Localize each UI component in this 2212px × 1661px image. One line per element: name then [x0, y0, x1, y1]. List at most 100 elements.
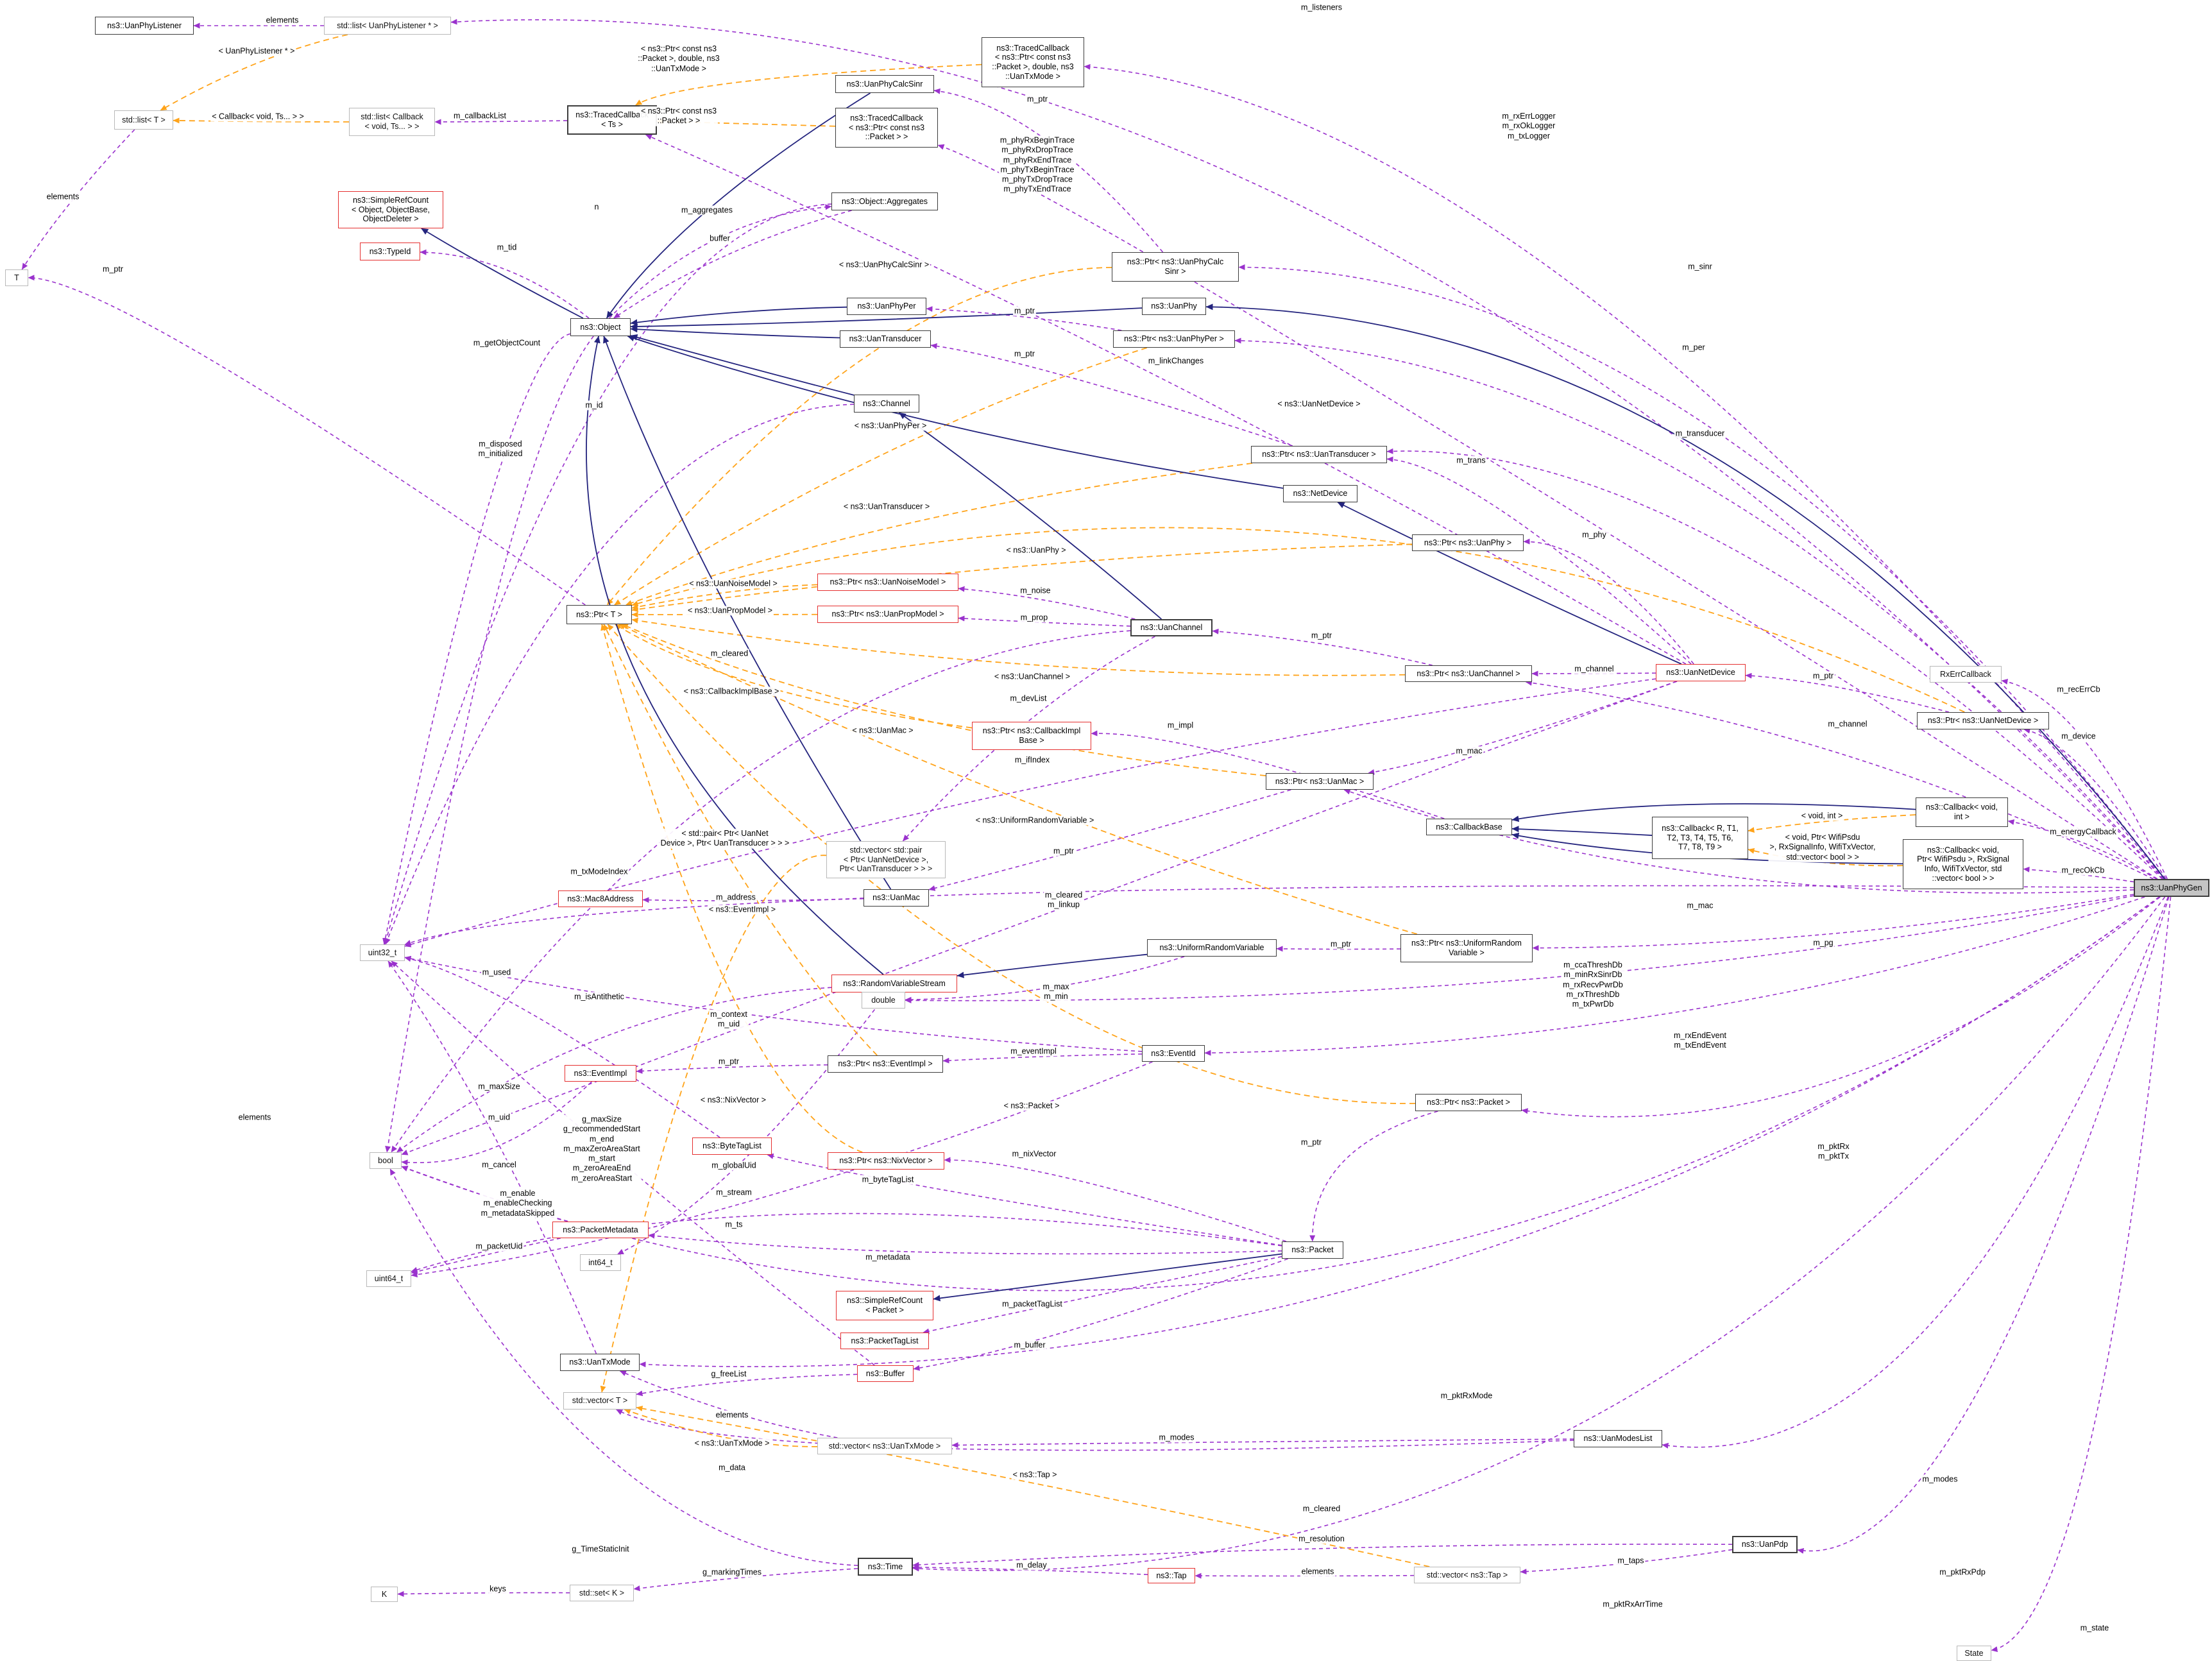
class-node-ptr-ut[interactable]: ns3::Ptr< ns3::UanTransducer > [1251, 446, 1387, 463]
class-node-uan-phy-listener[interactable]: ns3::UanPhyListener [95, 17, 194, 35]
class-node-packet-metadata[interactable]: ns3::PacketMetadata [552, 1222, 649, 1238]
edge-m-tap-to-time [912, 1564, 1148, 1576]
class-node-ptr-uch[interactable]: ns3::Ptr< ns3::UanChannel > [1405, 665, 1532, 682]
edge-t-ptr-upp-to-ptr-t [614, 347, 1148, 606]
class-node-ptr-nix[interactable]: ns3::Ptr< ns3::NixVector > [828, 1152, 944, 1170]
class-node-tap[interactable]: ns3::Tap [1148, 1568, 1195, 1583]
class-node-bool[interactable]: bool [370, 1152, 402, 1169]
class-node-uan-mac[interactable]: ns3::UanMac [864, 889, 929, 907]
edge-m-uan-net-device-to-ptr-uch [1531, 670, 1656, 677]
edge-m-uan-mac-to-mac8 [642, 897, 864, 903]
class-node-callback-r[interactable]: ns3::Callback< R, T1, T2, T3, T4, T5, T6… [1652, 817, 1748, 859]
class-node-int64[interactable]: int64_t [580, 1254, 621, 1271]
class-node-ptr-cib[interactable]: ns3::Ptr< ns3::CallbackImpl Base > [972, 722, 1091, 750]
edge-m-uan-phy-gen-to-list-uan-phy-listener [450, 19, 2164, 880]
class-node-ptr-und[interactable]: ns3::Ptr< ns3::UanNetDevice > [1917, 712, 2049, 729]
edge-m-uan-phy-gen-to-ptr-upcs [1238, 264, 2165, 880]
edge-m-vector-utm-to-uan-tx-mode [619, 1370, 838, 1438]
class-node-ptr-upm[interactable]: ns3::Ptr< ns3::UanPropModel > [817, 606, 958, 623]
class-node-cb-void-int[interactable]: ns3::Callback< void, int > [1916, 797, 2008, 827]
class-node-ptr-upp[interactable]: ns3::Ptr< ns3::UanPhyPer > [1113, 330, 1235, 348]
edge-t-cb-void-int-to-callback-r [1748, 814, 1916, 833]
class-node-ptr-upcs[interactable]: ns3::Ptr< ns3::UanPhyCalc Sinr > [1112, 252, 1239, 282]
class-node-vector-pair[interactable]: std::vector< std::pair < Ptr< UanNetDevi… [826, 841, 946, 878]
class-node-k[interactable]: K [371, 1587, 398, 1602]
class-node-type-id[interactable]: ns3::TypeId [360, 243, 420, 260]
class-node-byte-tag-list[interactable]: ns3::ByteTagList [692, 1137, 772, 1155]
class-node-mac8[interactable]: ns3::Mac8Address [558, 890, 643, 907]
class-node-channel[interactable]: ns3::Channel [854, 395, 919, 413]
edge-m-uan-net-device-to-ptr-uphy [1523, 538, 1694, 665]
edge-m-ptr-umac-to-uan-mac [928, 789, 1291, 891]
class-node-t[interactable]: T [5, 269, 28, 286]
class-node-state[interactable]: State [1957, 1646, 1991, 1661]
edge-t-ptr-unm-to-ptr-t [631, 584, 818, 610]
class-node-uint64[interactable]: uint64_t [366, 1270, 411, 1287]
class-node-urv[interactable]: ns3::UniformRandomVariable [1147, 939, 1277, 957]
class-node-uan-transducer[interactable]: ns3::UanTransducer [840, 330, 931, 348]
class-node-uan-net-device[interactable]: ns3::UanNetDevice [1656, 664, 1746, 681]
class-node-callback-base[interactable]: ns3::CallbackBase [1426, 819, 1512, 835]
class-node-traced-callback-ts[interactable]: ns3::TracedCallback < Ts > [567, 105, 657, 135]
class-node-uan-pdp[interactable]: ns3::UanPdp [1732, 1536, 1798, 1553]
class-node-net-device[interactable]: ns3::NetDevice [1283, 485, 1357, 502]
class-node-buffer[interactable]: ns3::Buffer [857, 1365, 914, 1382]
class-node-ptr-unm[interactable]: ns3::Ptr< ns3::UanNoiseModel > [817, 574, 958, 591]
class-node-uan-modes-list[interactable]: ns3::UanModesList [1574, 1430, 1662, 1447]
class-node-traced-cb-pdm[interactable]: ns3::TracedCallback < ns3::Ptr< const ns… [982, 37, 1084, 87]
class-node-time[interactable]: ns3::Time [858, 1558, 913, 1576]
class-node-object[interactable]: ns3::Object [570, 318, 631, 336]
class-node-uint32[interactable]: uint32_t [360, 944, 405, 961]
class-node-vector-tap[interactable]: std::vector< ns3::Tap > [1414, 1567, 1520, 1583]
edge-t-ptr-und-to-ptr-t [631, 527, 1965, 713]
class-node-set-k[interactable]: std::set< K > [570, 1585, 634, 1601]
edge-i-uan-phy-per-to-object [630, 306, 847, 326]
class-node-cb-wifi[interactable]: ns3::Callback< void, Ptr< WifiPsdu >, Rx… [1903, 839, 2023, 889]
class-node-ptr-umac[interactable]: ns3::Ptr< ns3::UanMac > [1266, 773, 1374, 790]
edge-i-uan-channel-to-channel [898, 412, 1162, 620]
edge-m-rvs-to-bool [396, 987, 832, 1153]
edge-m-ptr-uch-to-uan-channel [1212, 628, 1433, 666]
class-node-event-impl[interactable]: ns3::EventImpl [565, 1065, 636, 1082]
class-node-packet[interactable]: ns3::Packet [1282, 1241, 1343, 1259]
edge-m-uan-phy-gen-to-uan-tx-mode [639, 896, 2160, 1368]
edge-m-event-impl-to-bool [401, 1081, 592, 1166]
class-node-uan-phy[interactable]: ns3::UanPhy [1142, 298, 1206, 315]
class-node-ptr-urv[interactable]: ns3::Ptr< ns3::UniformRandom Variable > [1400, 934, 1533, 962]
edge-m-ptr-packet-to-packet [1309, 1111, 1438, 1242]
class-node-ptr-t[interactable]: ns3::Ptr< T > [566, 605, 632, 624]
class-node-traced-cb-p[interactable]: ns3::TracedCallback < ns3::Ptr< const ns… [835, 108, 938, 148]
class-node-event-id[interactable]: ns3::EventId [1142, 1045, 1205, 1062]
class-node-uan-tx-mode[interactable]: ns3::UanTxMode [560, 1354, 640, 1371]
class-node-rx-err-cb[interactable]: RxErrCallback [1930, 666, 2002, 683]
class-node-uan-phy-gen[interactable]: ns3::UanPhyGen [2134, 879, 2209, 897]
class-node-list-t[interactable]: std::list< T > [114, 110, 173, 130]
class-node-ptr-uphy[interactable]: ns3::Ptr< ns3::UanPhy > [1412, 534, 1524, 551]
edge-m-uan-phy-gen-to-double [905, 895, 2134, 1003]
class-node-vector-utm[interactable]: std::vector< ns3::UanTxMode > [817, 1438, 952, 1454]
class-node-uan-channel[interactable]: ns3::UanChannel [1130, 619, 1212, 636]
class-node-vector-t[interactable]: std::vector< T > [563, 1392, 636, 1410]
class-node-uan-phy-calc-sinr[interactable]: ns3::UanPhyCalcSinr [835, 75, 934, 93]
edge-i-uan-net-device-to-net-device [1337, 502, 1682, 665]
class-node-uan-phy-per[interactable]: ns3::UanPhyPer [847, 298, 926, 315]
class-node-src-packet[interactable]: ns3::SimpleRefCount < Packet > [836, 1291, 933, 1320]
edge-i-rvs-to-object [586, 336, 884, 975]
edge-m-packet-to-buffer [913, 1258, 1288, 1371]
class-node-rvs[interactable]: ns3::RandomVariableStream [831, 975, 957, 992]
class-node-ptr-ei[interactable]: ns3::Ptr< ns3::EventImpl > [828, 1055, 943, 1073]
class-node-ptr-packet[interactable]: ns3::Ptr< ns3::Packet > [1415, 1094, 1522, 1111]
class-node-src-object[interactable]: ns3::SimpleRefCount < Object, ObjectBase… [338, 191, 443, 228]
edge-m-uan-channel-to-ptr-upm [958, 615, 1131, 627]
edge-m-object-aggregates-to-uint32 [384, 203, 832, 945]
edge-i-urv-to-rvs [957, 953, 1148, 978]
class-node-object-aggregates[interactable]: ns3::Object::Aggregates [831, 192, 938, 210]
class-node-double[interactable]: double [862, 992, 905, 1009]
edge-i-uan-phy-gen-to-uan-phy [1205, 303, 2165, 880]
class-node-list-uan-phy-listener[interactable]: std::list< UanPhyListener * > [324, 17, 451, 35]
class-node-packet-tag-list[interactable]: ns3::PacketTagList [840, 1333, 929, 1349]
class-node-list-callback[interactable]: std::list< Callback < void, Ts... > > [349, 108, 435, 136]
edge-m-uan-phy-gen-to-rx-err-cb [2001, 679, 2168, 880]
